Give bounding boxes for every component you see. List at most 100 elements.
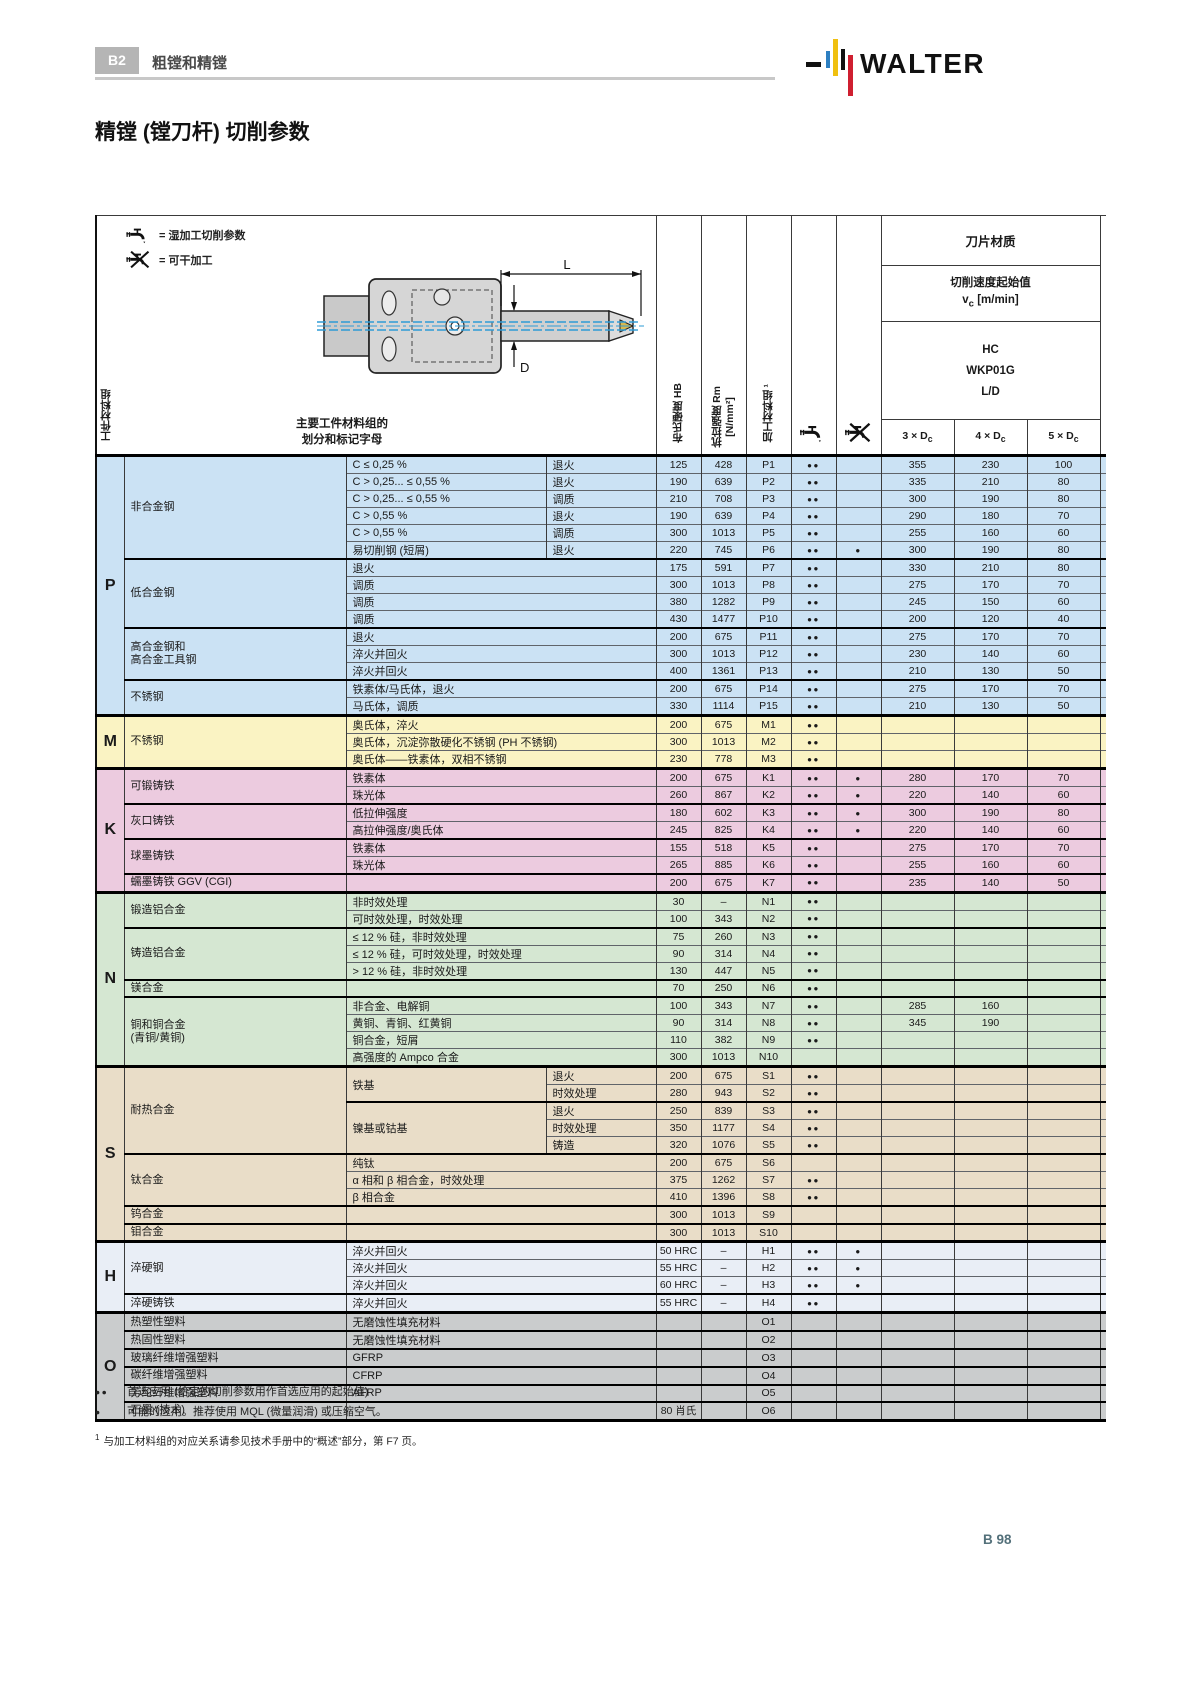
- grade-hc: HC: [982, 343, 999, 356]
- subdivision: C > 0,55 %: [345, 507, 546, 525]
- subdivision: CFRP: [345, 1365, 656, 1385]
- cell-tensile: [700, 1401, 746, 1421]
- subdivision: 调质: [345, 610, 656, 628]
- cell-wet-dots: [790, 1330, 836, 1350]
- cell-vc-4dc: 190: [953, 1014, 1027, 1032]
- cell-dry-dot: [835, 507, 881, 525]
- cell-vc-4dc: [953, 1365, 1027, 1385]
- cell-vc-3dc: [880, 961, 954, 980]
- cell-material-group: O4: [745, 1365, 791, 1385]
- cell-dry-dot: [835, 838, 881, 857]
- cell-material-group: S2: [745, 1084, 791, 1103]
- cell-hardness: 100: [655, 996, 701, 1015]
- cell-tensile: 382: [700, 1031, 746, 1049]
- cell-vc-5dc: [1026, 909, 1101, 928]
- subdivision: 铁素体: [345, 838, 656, 857]
- cell-vc-3dc: [880, 1383, 954, 1403]
- cell-wet-dots: ●●: [790, 1276, 836, 1295]
- treatment: 时效处理: [545, 1119, 656, 1137]
- cell-wet-dots: ●●: [790, 803, 836, 822]
- table-edge-cell: [1099, 593, 1107, 611]
- cell-vc-5dc: [1026, 926, 1101, 946]
- cell-vc-4dc: 190: [953, 490, 1027, 508]
- cell-vc-5dc: [1026, 1065, 1101, 1085]
- cell-tensile: –: [700, 1293, 746, 1313]
- cell-hardness: 300: [655, 1205, 701, 1224]
- cell-tensile: 260: [700, 926, 746, 946]
- section-letter: H: [95, 1240, 124, 1313]
- table-edge-cell: [1099, 627, 1107, 646]
- cell-wet-dots: [790, 1153, 836, 1172]
- cell-vc-5dc: [1026, 961, 1101, 980]
- cell-vc-5dc: [1026, 1188, 1101, 1207]
- cell-material-group: S9: [745, 1205, 791, 1224]
- cell-vc-3dc: [880, 1101, 954, 1120]
- cell-dry-dot: [835, 856, 881, 874]
- cell-tensile: –: [700, 1259, 746, 1277]
- table-edge-cell: [1099, 838, 1107, 857]
- cell-hardness: 200: [655, 1153, 701, 1172]
- material-name: 不锈钢: [123, 714, 346, 769]
- cell-tensile: 778: [700, 750, 746, 769]
- cell-material-group: P9: [745, 593, 791, 611]
- subdivision: [345, 1205, 656, 1224]
- cell-vc-4dc: [953, 926, 1027, 946]
- table-edge-cell: [1099, 786, 1107, 804]
- cell-wet-dots: [790, 1365, 836, 1385]
- cell-wet-dots: ●●: [790, 1119, 836, 1137]
- cell-tensile: 943: [700, 1084, 746, 1103]
- table-edge-cell: [1099, 610, 1107, 628]
- table-edge-cell: [1099, 558, 1107, 577]
- subdivision: 淬火并回火: [345, 1240, 656, 1260]
- cell-wet-dots: ●●: [790, 679, 836, 698]
- cell-vc-3dc: 235: [880, 872, 954, 893]
- cell-dry-dot: [835, 714, 881, 734]
- cell-dry-dot: ●: [835, 767, 881, 787]
- cell-vc-3dc: [880, 1401, 954, 1421]
- cell-vc-5dc: [1026, 1311, 1101, 1332]
- legend-dry: = 可干加工: [125, 247, 245, 272]
- cell-vc-5dc: 70: [1026, 507, 1101, 525]
- cell-vc-4dc: [953, 1259, 1027, 1277]
- cell-material-group: P13: [745, 662, 791, 680]
- table-edge-cell: [1099, 1065, 1107, 1085]
- cell-vc-3dc: 330: [880, 558, 954, 577]
- cell-vc-5dc: [1026, 1276, 1101, 1295]
- subdivision: α 相和 β 相合金，时效处理: [345, 1171, 656, 1189]
- cell-material-group: S8: [745, 1188, 791, 1207]
- cell-material-group: K1: [745, 767, 791, 787]
- cell-vc-5dc: [1026, 714, 1101, 734]
- cell-material-group: P8: [745, 576, 791, 594]
- cell-hardness: 155: [655, 838, 701, 857]
- cell-vc-4dc: [953, 1101, 1027, 1120]
- cell-hardness: 210: [655, 490, 701, 508]
- material-name: 低合金钢: [123, 558, 346, 628]
- cell-hardness: 245: [655, 821, 701, 839]
- cell-vc-5dc: [1026, 1259, 1101, 1277]
- table-edge-cell: [1099, 1293, 1107, 1313]
- cell-vc-3dc: 210: [880, 662, 954, 680]
- cell-vc-5dc: [1026, 1084, 1101, 1103]
- cell-wet-dots: [790, 1383, 836, 1403]
- cell-material-group: K3: [745, 803, 791, 822]
- cell-tensile: 1396: [700, 1188, 746, 1207]
- cell-wet-dots: ●●: [790, 593, 836, 611]
- cell-wet-dots: [790, 1205, 836, 1224]
- cell-vc-4dc: [953, 1136, 1027, 1155]
- cell-hardness: [655, 1311, 701, 1332]
- material-name: 钨合金: [123, 1205, 346, 1224]
- cell-material-group: O2: [745, 1330, 791, 1350]
- table-edge-cell: [1099, 662, 1107, 680]
- cell-dry-dot: [835, 576, 881, 594]
- cell-wet-dots: ●●: [790, 507, 836, 525]
- treatment: 时效处理: [545, 1084, 656, 1103]
- cell-hardness: 410: [655, 1188, 701, 1207]
- cell-tensile: 675: [700, 679, 746, 698]
